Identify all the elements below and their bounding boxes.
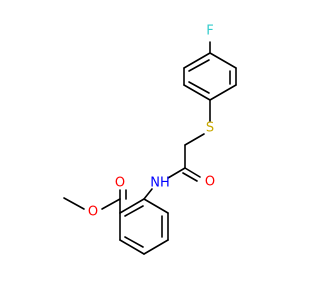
bond — [188, 81, 210, 94]
amide-carbonyl-double-bond — [182, 172, 198, 182]
bond — [143, 198, 169, 214]
amide-nitrogen-label: NH — [150, 176, 170, 191]
bond — [209, 52, 237, 69]
bond-ether-oxygen-to-methyl — [63, 197, 85, 210]
fluorophenyl-ring — [183, 52, 237, 101]
bond-ester-carbon-to-ether-oxygen — [101, 198, 121, 210]
amide-oxygen-label: O — [205, 175, 215, 190]
bond — [119, 198, 145, 214]
bond — [124, 236, 144, 248]
bond — [183, 84, 211, 101]
bond — [143, 239, 169, 255]
fluorine-label: F — [206, 24, 213, 39]
bond-sulfur-to-ch2 — [184, 133, 205, 146]
molecule-structure-diagram: F S NH O O O — [63, 24, 237, 255]
bond — [209, 84, 237, 101]
benzoate-ring — [119, 198, 169, 255]
ester-ether-oxygen-label: O — [88, 205, 98, 220]
bond-nh-to-ring — [143, 188, 153, 200]
bond — [124, 205, 144, 217]
bond — [188, 59, 210, 72]
bond-carbonyl-to-nh — [167, 167, 186, 179]
amide-carbonyl-double-bond — [184, 167, 201, 178]
ester-carbonyl-oxygen-label: O — [115, 176, 125, 191]
bond — [119, 239, 145, 255]
sulfur-label: S — [206, 121, 214, 136]
bond — [183, 52, 211, 69]
